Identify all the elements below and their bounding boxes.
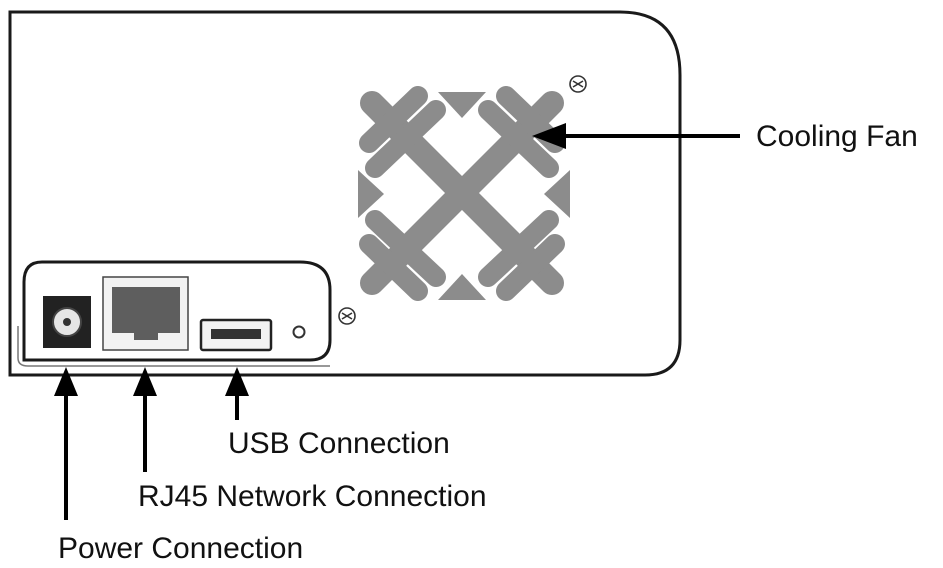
led-indicator-icon xyxy=(292,325,306,339)
power-connection-label: Power Connection xyxy=(58,532,303,565)
rj45-port-icon xyxy=(102,276,189,351)
fan-grille-icon xyxy=(358,86,570,301)
usb-arrow xyxy=(225,367,249,420)
screw-icon xyxy=(569,75,587,93)
port-panel-shadow xyxy=(17,326,330,367)
screw-icon xyxy=(338,307,356,325)
power-arrow xyxy=(54,367,78,520)
dc-jack-icon xyxy=(43,296,91,348)
usb-port-icon xyxy=(199,318,273,352)
cooling-fan-arrow xyxy=(532,123,740,149)
rj45-connection-label: RJ45 Network Connection xyxy=(138,480,487,513)
port-panel xyxy=(22,260,332,362)
usb-connection-label: USB Connection xyxy=(228,427,450,460)
cooling-fan-label: Cooling Fan xyxy=(756,120,918,153)
device-housing xyxy=(8,10,682,377)
rj45-arrow xyxy=(133,367,157,472)
